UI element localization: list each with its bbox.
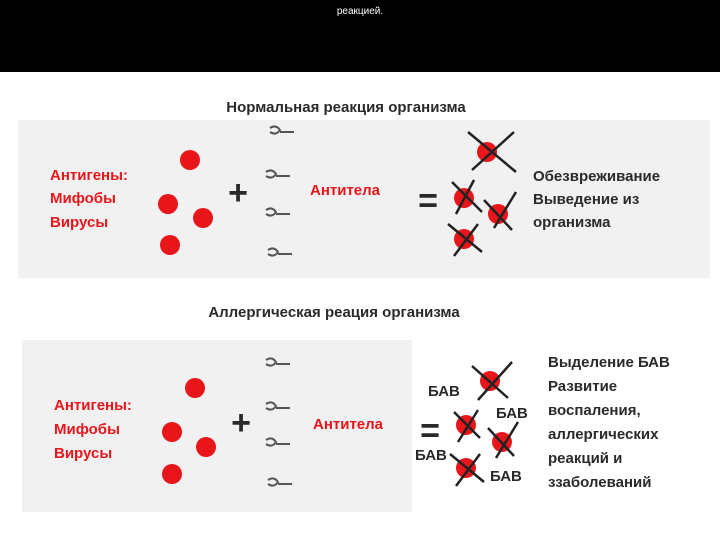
antibody-receptor [267,247,292,257]
antigen-cell [162,464,182,484]
cross-mark-icon [467,131,517,173]
slide-header-bar: реакцией. [0,0,720,72]
allergic-result-line-3: воспаления, [548,402,641,419]
cross-mark-icon [449,453,485,487]
slide-caption: реакцией. [336,6,384,17]
allergic-result-line-6: ззаболеваний [548,474,651,491]
antibody-receptor [269,125,294,135]
antibody-receptor [265,401,290,411]
allergic-equals-sign: = [420,412,440,450]
allergic-result-line-5: реакций и [548,450,622,467]
cross-mark-icon [447,223,483,257]
antibody-receptor [265,207,290,217]
normal-antigen-group [158,150,213,255]
normal-result-line-2: Выведение из [533,191,639,208]
allergic-panel [22,340,412,512]
normal-result-line-3: организма [533,214,611,231]
normal-antigens-microbes: Мифобы [50,190,116,207]
antigen-cell [158,194,178,214]
neutralized-antigen [477,142,497,162]
allergic-antigens-viruses: Вирусы [54,445,112,462]
allergic-result-line-1: Выделение БАВ [548,354,670,371]
antibody-receptor [267,477,292,487]
cross-mark-icon [451,179,483,215]
normal-antigens-viruses: Вирусы [50,214,108,231]
bav-label-top: БАВ [428,383,460,400]
antibody-receptor [265,437,290,447]
antibody-receptor [265,169,290,179]
antigen-cell [180,150,200,170]
antigen-cell [160,235,180,255]
cross-mark-icon [487,421,520,459]
allergic-antigen-group [162,378,216,484]
antigen-cell [196,437,216,457]
immune-reaction-diagram: Нормальная реакция организма Антигены: М… [18,99,710,512]
cross-mark-icon [483,191,518,231]
allergic-antigens-label: Антигены: [54,397,132,414]
allergic-neutralized-group [449,361,520,487]
bav-label-left: БАВ [415,447,447,464]
normal-antibody-group [265,125,294,257]
normal-antibodies-label: Антитела [310,182,381,199]
normal-result-line-1: Обезвреживание [533,168,660,185]
antigen-cell [193,208,213,228]
normal-plus-sign: + [228,174,248,212]
antibody-receptor [265,357,290,367]
allergic-plus-sign: + [231,404,251,442]
normal-equals-sign: = [418,182,438,220]
normal-antigens-label: Антигены: [50,167,128,184]
allergic-antibodies-label: Антитела [313,416,384,433]
normal-neutralized-group [447,131,518,257]
allergic-result-line-2: Развитие [548,378,617,395]
normal-title: Нормальная реакция организма [226,99,466,116]
cross-mark-icon [453,409,481,443]
allergic-antigens-microbes: Мифобы [54,421,120,438]
allergic-antibody-group [265,357,292,487]
antigen-cell [185,378,205,398]
normal-panel [18,120,710,278]
antigen-cell [162,422,182,442]
bav-label-bottom: БАВ [490,468,522,485]
cross-mark-icon [471,361,513,401]
allergic-title: Аллергическая реация организма [208,304,460,321]
allergic-result-line-4: аллергических [548,426,659,443]
bav-label-right: БАВ [496,405,528,422]
